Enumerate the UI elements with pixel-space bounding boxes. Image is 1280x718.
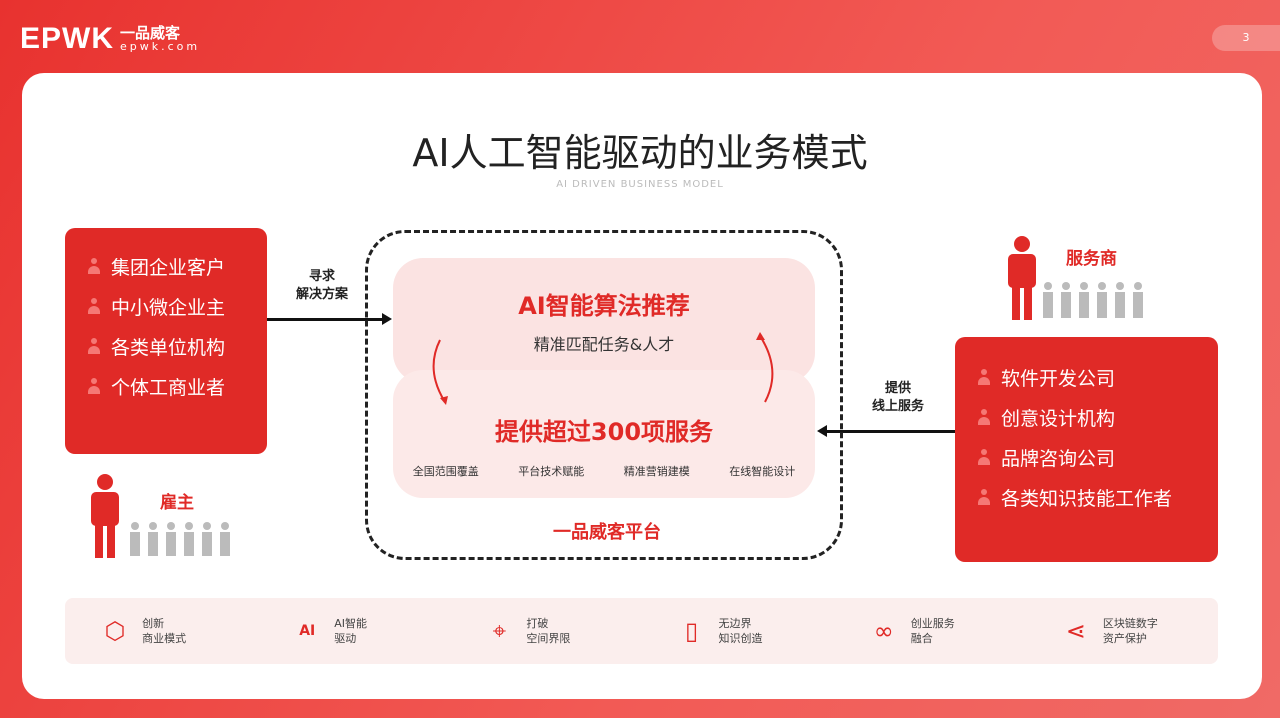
logo-mark: EPWK [20,22,114,55]
page-subtitle: AI DRIVEN BUSINESS MODEL [556,179,724,190]
person-icon [87,258,101,274]
platform-name: 一品威客平台 [553,522,661,543]
share-icon: ⋖ [1065,617,1086,645]
person-icon [977,489,991,505]
employer-label: 雇主 [160,493,194,513]
service-title: 提供超过300项服务 [494,418,714,446]
seek-solution-label: 寻求解决方案 [295,269,348,302]
feature-item: ⌖打破空间界限 [484,616,606,646]
provider-group-icon [1008,236,1143,320]
client-item: 各类单位机构 [87,326,267,366]
arrow-from-providers [825,430,955,433]
providers-box: 软件开发公司 创意设计机构 品牌咨询公司 各类知识技能工作者 [955,337,1218,562]
person-icon [977,369,991,385]
provider-item: 各类知识技能工作者 [977,477,1218,517]
person-icon [977,409,991,425]
client-item: 个体工商业者 [87,366,267,406]
provider-item: 品牌咨询公司 [977,437,1218,477]
logo-url: epwk.com [120,40,201,53]
book-icon: ▯ [684,617,699,645]
algo-title: AI智能算法推荐 [518,292,690,320]
provider-label: 服务商 [1066,249,1117,269]
service-tag: 平台技术赋能 [518,465,585,478]
feature-item: ▯无边界知识创造 [677,616,799,646]
service-tag: 精准营销建模 [623,465,690,478]
feature-item: ∞创业服务融合 [869,616,991,646]
client-item: 集团企业客户 [87,246,267,286]
feature-item: ⋖区块链数字资产保护 [1061,616,1183,646]
ai-head-icon: AI [299,623,316,639]
target-icon: ⌖ [492,617,507,645]
clients-box: 集团企业客户 中小微企业主 各类单位机构 个体工商业者 [65,228,267,454]
algo-subtitle: 精准匹配任务&人才 [533,335,675,354]
employer-group-icon [91,474,230,558]
page-title: AI人工智能驱动的业务模式 [412,131,868,175]
link-icon: ∞ [873,617,894,645]
algo-box: AI智能算法推荐 精准匹配任务&人才 [393,258,815,383]
logo-cn: 一品威客 [120,24,181,42]
arrow-head [817,425,827,437]
arrow-head [382,313,392,325]
person-icon [87,338,101,354]
client-item: 中小微企业主 [87,286,267,326]
provide-service-label: 提供线上服务 [871,381,924,414]
platform-frame [365,230,843,560]
hexagon-icon: ⬡ [104,617,126,645]
service-tag: 在线智能设计 [729,465,796,478]
person-icon [87,378,101,394]
provider-item: 软件开发公司 [977,357,1218,397]
cycle-arrows-icon [432,332,774,405]
arrow-to-platform [267,318,385,321]
service-box: 提供超过300项服务 全国范围覆盖 平台技术赋能 精准营销建模 在线智能设计 [393,370,815,498]
provider-item: 创意设计机构 [977,397,1218,437]
person-icon [977,449,991,465]
person-icon [87,298,101,314]
feature-item: ⬡创新商业模式 [100,616,222,646]
service-tag: 全国范围覆盖 [412,465,479,478]
page-number: 3 [1212,25,1280,51]
